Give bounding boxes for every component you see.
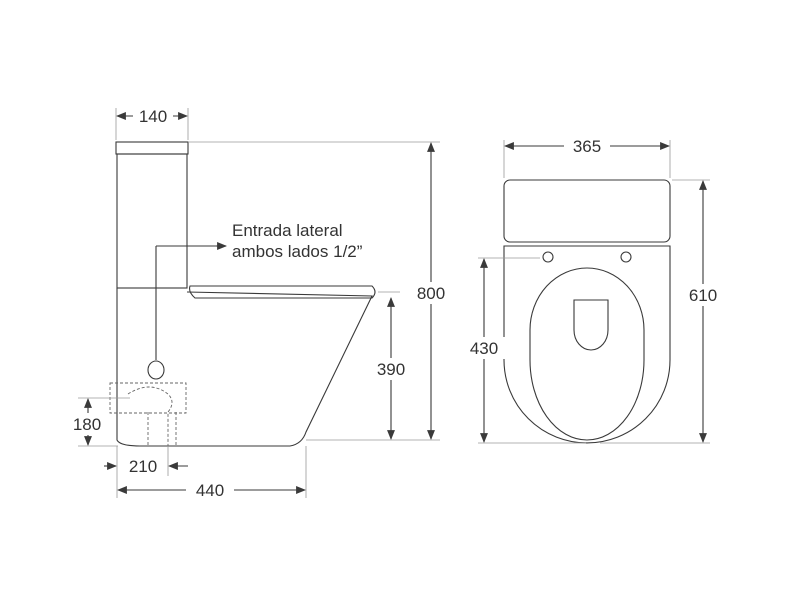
dim-seat-height: 390	[377, 360, 405, 379]
dim-total-depth: 440	[196, 481, 224, 500]
seat-opening	[529, 267, 645, 441]
dim-outlet-height: 180	[73, 415, 101, 434]
inlet-valve	[147, 360, 165, 380]
dim-width: 365	[573, 137, 601, 156]
hinge-hole-right	[620, 251, 632, 263]
tank-body	[116, 153, 188, 289]
tank-top	[503, 179, 671, 243]
drain	[573, 299, 609, 351]
dim-tank-depth: 140	[139, 107, 167, 126]
dim-total-height: 800	[417, 284, 445, 303]
tank-lid	[115, 141, 189, 155]
note-line-1: Entrada lateral	[232, 221, 343, 240]
seat	[189, 285, 376, 299]
bowl-body	[116, 288, 373, 447]
side-view: 140 800 390 180 210 440 Entrada lateral …	[66, 106, 453, 502]
bowl-outline	[503, 245, 671, 444]
note-line-2: ambos lados 1/2”	[232, 242, 363, 261]
hinge-hole-left	[542, 251, 554, 263]
dim-outlet-distance: 210	[129, 457, 157, 476]
top-view: 365 430 610	[463, 136, 724, 444]
dim-bowl-length: 430	[470, 339, 498, 358]
dim-total-length: 610	[689, 286, 717, 305]
outlet-trap	[127, 386, 177, 446]
